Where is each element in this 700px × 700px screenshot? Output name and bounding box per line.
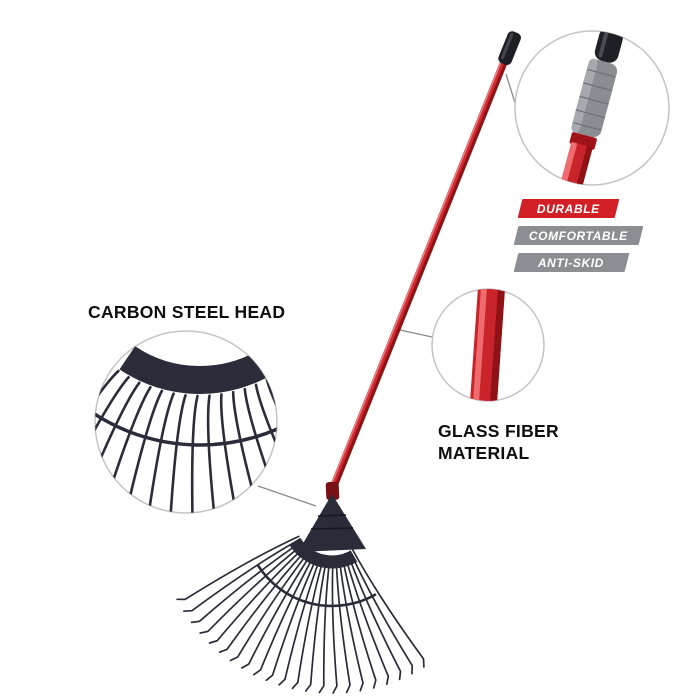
rake-head [298,481,366,552]
zoom-circle-head [94,330,278,514]
label-carbon-steel-head: CARBON STEEL HEAD [88,302,286,322]
badge-durable-label: DURABLE [537,201,600,216]
badge-comfortable: COMFORTABLE [513,226,644,245]
pole-end-cap [498,31,521,65]
label-glass-fiber-material: GLASS FIBER MATERIAL [438,420,559,464]
label-glass-fiber-line2: MATERIAL [438,443,530,463]
rake-pole [329,31,521,492]
badge-anti-skid-label: ANTI-SKID [538,255,605,270]
badge-durable: DURABLE [517,199,620,218]
callout-line-pole [399,329,433,338]
callout-line-head [257,485,317,507]
badge-comfortable-label: COMFORTABLE [529,228,628,243]
zoom-circle-pole [431,288,545,402]
label-glass-fiber-line1: GLASS FIBER [438,421,559,441]
zoom-pole-detail [469,289,506,401]
badge-anti-skid: ANTI-SKID [513,253,630,272]
rake-head-tines [176,535,425,694]
zoom-circle-grip [514,30,670,186]
zoom-grip-detail [553,31,623,185]
